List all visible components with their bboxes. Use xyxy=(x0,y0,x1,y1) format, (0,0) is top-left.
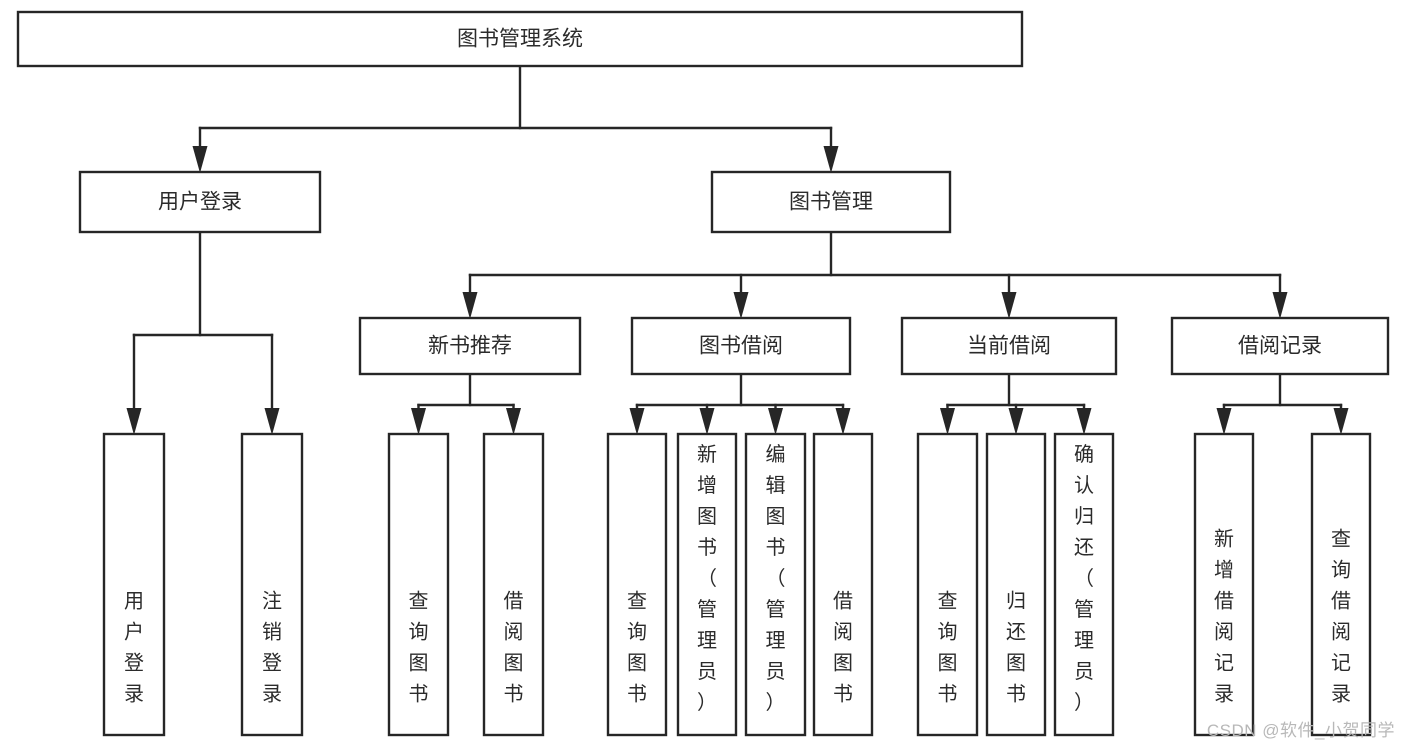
node-layer: 图书管理系统用户登录图书管理新书推荐图书借阅当前借阅借阅记录用户登录注销登录查询… xyxy=(16,10,1390,737)
node-leaf-user-login[interactable]: 用户登录 xyxy=(102,432,166,737)
arrow-head-icon xyxy=(1216,408,1232,435)
connector-group-new-book-recommend xyxy=(411,372,521,435)
node-label-leaf-add-borrow-record: 新增借阅记录 xyxy=(1214,528,1234,706)
arrow-head-icon xyxy=(768,408,783,435)
node-label-current-borrow: 当前借阅 xyxy=(967,335,1051,358)
node-box-leaf-confirm-return xyxy=(1053,432,1115,737)
node-box-leaf-borrow-book xyxy=(812,432,874,737)
connector-group-book-manage xyxy=(462,230,1288,319)
node-leaf-edit-book[interactable]: 编辑图书（管理员） xyxy=(744,432,807,737)
node-label-root: 图书管理系统 xyxy=(457,28,583,51)
connector-group-user-login xyxy=(126,230,280,435)
node-box-leaf-logout-login xyxy=(240,432,304,737)
node-leaf-query-book-recommend[interactable]: 查询图书 xyxy=(387,432,450,737)
node-box-leaf-query-book-current xyxy=(916,432,979,737)
node-box-root xyxy=(16,10,1024,68)
node-leaf-query-book-borrow[interactable]: 查询图书 xyxy=(606,432,668,737)
node-label-borrow-record: 借阅记录 xyxy=(1238,335,1322,358)
node-box-book-manage xyxy=(710,170,952,234)
node-label-leaf-edit-book: 编辑图书（管理员） xyxy=(766,443,786,714)
node-box-current-borrow xyxy=(900,316,1118,376)
arrow-head-icon xyxy=(940,408,955,435)
arrow-head-icon xyxy=(462,292,478,319)
node-leaf-add-borrow-record[interactable]: 新增借阅记录 xyxy=(1193,432,1255,737)
arrow-head-icon xyxy=(1333,408,1349,435)
arrow-head-icon xyxy=(411,408,426,435)
arrow-head-icon xyxy=(192,146,208,173)
node-label-leaf-query-book-recommend: 查询图书 xyxy=(409,590,429,706)
node-box-leaf-add-book xyxy=(676,432,738,737)
node-box-new-book-recommend xyxy=(358,316,582,376)
node-box-user-login xyxy=(78,170,322,234)
node-leaf-query-book-current[interactable]: 查询图书 xyxy=(916,432,979,737)
node-box-leaf-add-borrow-record xyxy=(1193,432,1255,737)
connector-layer xyxy=(126,64,1349,435)
node-label-user-login: 用户登录 xyxy=(158,191,242,214)
connector-group-current-borrow xyxy=(940,372,1092,435)
node-box-leaf-query-borrow-record xyxy=(1310,432,1372,737)
node-label-leaf-user-login: 用户登录 xyxy=(124,591,144,706)
node-leaf-return-book[interactable]: 归还图书 xyxy=(985,432,1047,737)
arrow-head-icon xyxy=(835,408,851,435)
node-box-leaf-borrow-book-recommend xyxy=(482,432,545,737)
node-label-new-book-recommend: 新书推荐 xyxy=(428,335,512,358)
node-box-borrow-record xyxy=(1170,316,1390,376)
node-box-leaf-query-book-borrow xyxy=(606,432,668,737)
connector-group-borrow-record xyxy=(1216,372,1349,435)
node-box-leaf-edit-book xyxy=(744,432,807,737)
node-book-manage[interactable]: 图书管理 xyxy=(710,170,952,234)
node-leaf-add-book[interactable]: 新增图书（管理员） xyxy=(676,432,738,737)
node-label-leaf-query-book-current: 查询图书 xyxy=(938,590,958,706)
node-label-book-manage: 图书管理 xyxy=(789,191,873,214)
connector-group-root xyxy=(192,64,839,173)
arrow-head-icon xyxy=(506,408,521,435)
node-leaf-borrow-book[interactable]: 借阅图书 xyxy=(812,432,874,737)
arrow-head-icon xyxy=(1001,292,1017,319)
node-leaf-confirm-return[interactable]: 确认归还（管理员） xyxy=(1053,432,1115,737)
node-label-leaf-borrow-book: 借阅图书 xyxy=(833,590,853,706)
arrow-head-icon xyxy=(1008,408,1024,435)
node-box-leaf-user-login xyxy=(102,432,166,737)
node-current-borrow[interactable]: 当前借阅 xyxy=(900,316,1118,376)
arrow-head-icon xyxy=(264,408,280,435)
arrow-head-icon xyxy=(823,146,839,173)
node-label-leaf-borrow-book-recommend: 借阅图书 xyxy=(504,590,524,706)
node-box-leaf-query-book-recommend xyxy=(387,432,450,737)
arrow-head-icon xyxy=(126,408,142,435)
arrow-head-icon xyxy=(1076,408,1092,435)
node-root[interactable]: 图书管理系统 xyxy=(16,10,1024,68)
node-label-leaf-add-book: 新增图书（管理员） xyxy=(697,443,717,714)
arrow-head-icon xyxy=(1272,292,1288,319)
node-borrow-record[interactable]: 借阅记录 xyxy=(1170,316,1390,376)
arrow-head-icon xyxy=(733,292,749,319)
csdn-watermark: CSDN @软件_小贺同学 xyxy=(1206,721,1395,740)
node-label-leaf-return-book: 归还图书 xyxy=(1006,590,1026,706)
node-label-leaf-confirm-return: 确认归还（管理员） xyxy=(1074,443,1094,714)
node-label-leaf-query-book-borrow: 查询图书 xyxy=(627,590,647,706)
node-label-leaf-logout-login: 注销登录 xyxy=(262,590,282,706)
connector-group-book-borrow xyxy=(629,372,851,435)
node-label-book-borrow: 图书借阅 xyxy=(699,335,783,358)
node-leaf-logout-login[interactable]: 注销登录 xyxy=(240,432,304,737)
node-new-book-recommend[interactable]: 新书推荐 xyxy=(358,316,582,376)
node-user-login[interactable]: 用户登录 xyxy=(78,170,322,234)
node-book-borrow[interactable]: 图书借阅 xyxy=(630,316,852,376)
node-box-leaf-return-book xyxy=(985,432,1047,737)
node-box-book-borrow xyxy=(630,316,852,376)
node-leaf-borrow-book-recommend[interactable]: 借阅图书 xyxy=(482,432,545,737)
arrow-head-icon xyxy=(629,408,645,435)
arrow-head-icon xyxy=(699,408,715,435)
node-label-leaf-query-borrow-record: 查询借阅记录 xyxy=(1331,528,1351,706)
node-leaf-query-borrow-record[interactable]: 查询借阅记录 xyxy=(1310,432,1372,737)
